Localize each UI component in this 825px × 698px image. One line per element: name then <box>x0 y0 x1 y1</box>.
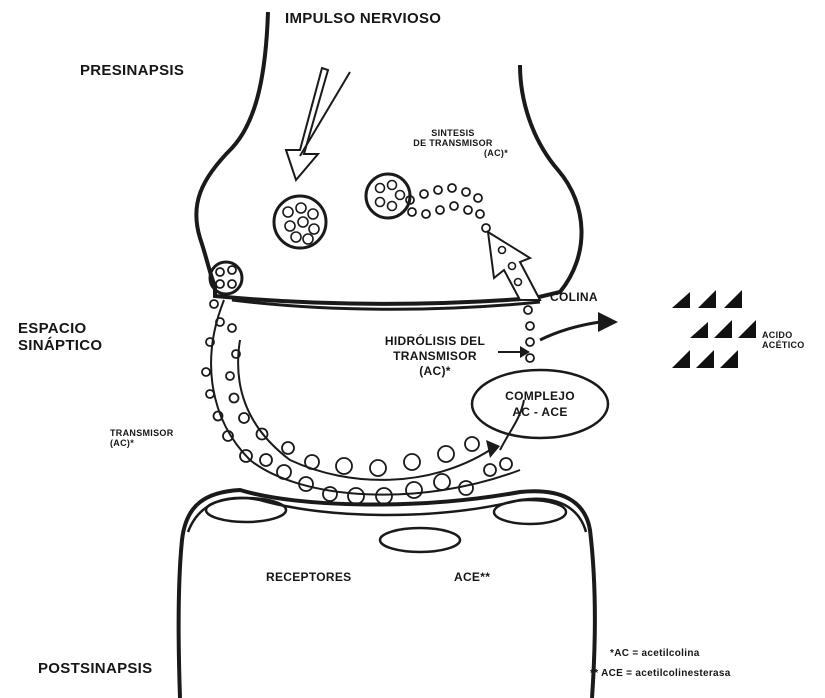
presynapse-label: PRESINAPSIS <box>80 62 184 79</box>
synaptic-cleft-label-line2: SINÁPTICO <box>18 337 102 354</box>
transmitter-label-line1: TRANSMISOR <box>110 428 174 438</box>
exocytosis-vesicle <box>210 262 242 294</box>
transmitter-label-line2: (AC)* <box>110 438 174 448</box>
black-triangle-icon <box>738 320 756 338</box>
hydrolysis-label-line2: TRANSMISOR <box>370 349 500 364</box>
black-triangle-icon <box>672 350 690 368</box>
postsynapse-label: POSTSINAPSIS <box>38 660 152 677</box>
receptor-3 <box>494 500 566 524</box>
acetic-acid-label-line1: ACIDO <box>762 330 822 340</box>
black-triangle-icon <box>724 290 742 308</box>
complex-label-line1: COMPLEJO <box>480 388 600 404</box>
ace-label: ACE** <box>454 570 490 584</box>
vesicle-storage-contents <box>283 203 319 244</box>
synthesis-label-line1: SINTESIS <box>398 128 508 138</box>
hydrolysis-label-line1: HIDRÓLISIS DEL <box>370 334 500 349</box>
transmitter-molecules <box>202 300 512 504</box>
acetic-acid-triangles <box>672 290 756 368</box>
impulse-arrow-line <box>300 72 350 156</box>
receptor-1 <box>206 498 286 522</box>
vesicle-synthesis-contents <box>376 181 405 211</box>
legend-ac: *AC = acetilcolina <box>610 648 700 659</box>
complex-label-line2: AC - ACE <box>480 404 600 420</box>
black-triangle-icon <box>714 320 732 338</box>
black-triangle-icon <box>672 292 690 308</box>
legend-ace: ** ACE = acetilcolinesterasa <box>590 668 731 679</box>
impulse-label: IMPULSO NERVIOSO <box>285 10 441 27</box>
synthesis-chain <box>406 184 490 232</box>
vesicle-synthesis <box>366 174 410 218</box>
synaptic-cleft-label: ESPACIO SINÁPTICO <box>18 320 102 354</box>
black-triangle-icon <box>720 350 738 368</box>
hydrolysis-label: HIDRÓLISIS DEL TRANSMISOR (AC)* <box>370 334 500 379</box>
choline-exit-arrowhead <box>598 312 618 332</box>
black-triangle-icon <box>696 350 714 368</box>
synthesis-label: SINTESIS DE TRANSMISOR (AC)* <box>398 128 508 158</box>
acetic-acid-label-line2: ACÉTICO <box>762 340 822 350</box>
black-triangle-icon <box>698 290 716 308</box>
choline-label: COLINA <box>550 290 598 304</box>
impulse-arrow <box>286 68 328 180</box>
choline-exit-line <box>540 322 600 340</box>
acetic-acid-label: ACIDO ACÉTICO <box>762 330 822 350</box>
receptor-2 <box>380 528 460 552</box>
synaptic-cleft-label-line1: ESPACIO <box>18 320 102 337</box>
complex-label: COMPLEJO AC - ACE <box>480 388 600 420</box>
transmitter-label: TRANSMISOR (AC)* <box>110 428 174 448</box>
hydrolysis-label-line3: (AC)* <box>370 364 500 379</box>
black-triangle-icon <box>690 322 708 338</box>
synthesis-label-line3: (AC)* <box>398 148 508 158</box>
synthesis-label-line2: DE TRANSMISOR <box>398 138 508 148</box>
receptors-label: RECEPTORES <box>266 570 351 584</box>
